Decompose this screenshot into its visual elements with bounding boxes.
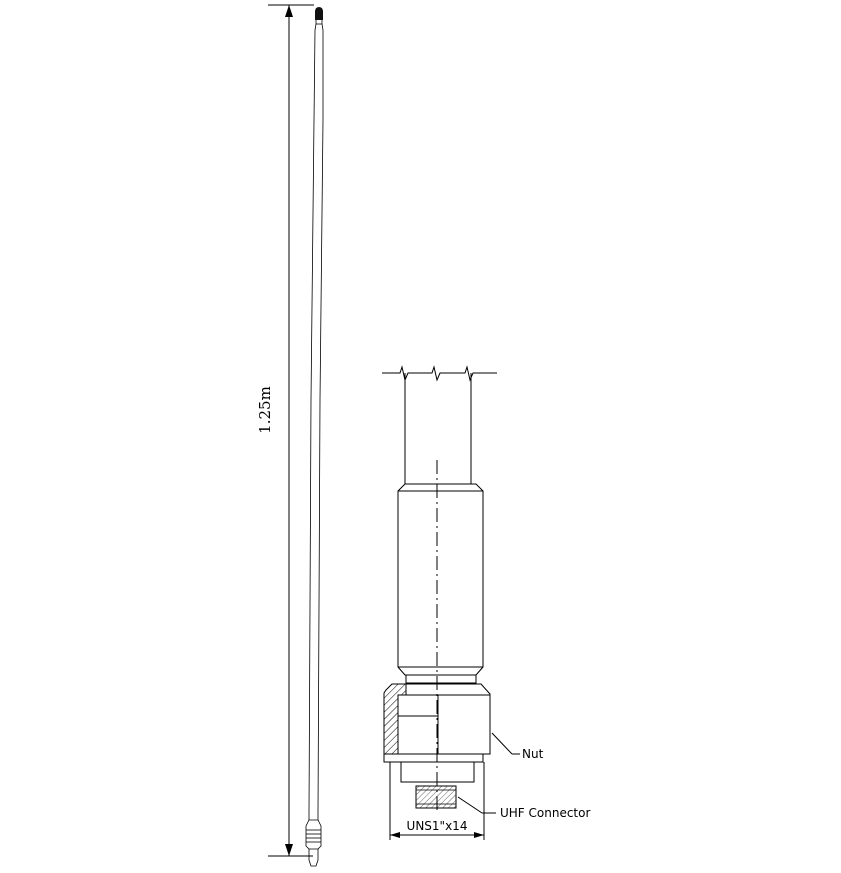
antenna-base-connector — [308, 849, 319, 867]
nut-body — [384, 683, 491, 755]
antenna-whip — [308, 20, 324, 820]
nut-inner-step — [397, 694, 439, 717]
thread-arrow-right — [474, 832, 484, 838]
nut-leader-line — [491, 732, 513, 755]
whip-antenna — [305, 7, 324, 867]
dimension-arrow-bottom — [285, 844, 293, 856]
nut-callout-label: Nut — [522, 747, 544, 761]
body-housing — [397, 483, 484, 676]
uhf-connector — [415, 785, 457, 809]
antenna-tip-cap — [315, 7, 323, 20]
connector-detail-view: UNS1"x14 Nut UHF Connector — [382, 365, 590, 840]
connector-callout-label: UHF Connector — [500, 806, 590, 820]
body-neck — [405, 674, 477, 684]
height-dimension: 1.25m — [256, 4, 314, 857]
nut-bottom-flange — [383, 754, 484, 763]
thread-arrow-left — [390, 832, 400, 838]
break-line — [382, 365, 497, 382]
dimension-arrow-top — [285, 5, 293, 17]
antenna-base-ferrule — [305, 819, 322, 850]
thread-dimension-label: UNS1"x14 — [407, 819, 468, 833]
connector-leader-line — [457, 796, 483, 814]
height-dimension-label: 1.25m — [256, 386, 274, 434]
